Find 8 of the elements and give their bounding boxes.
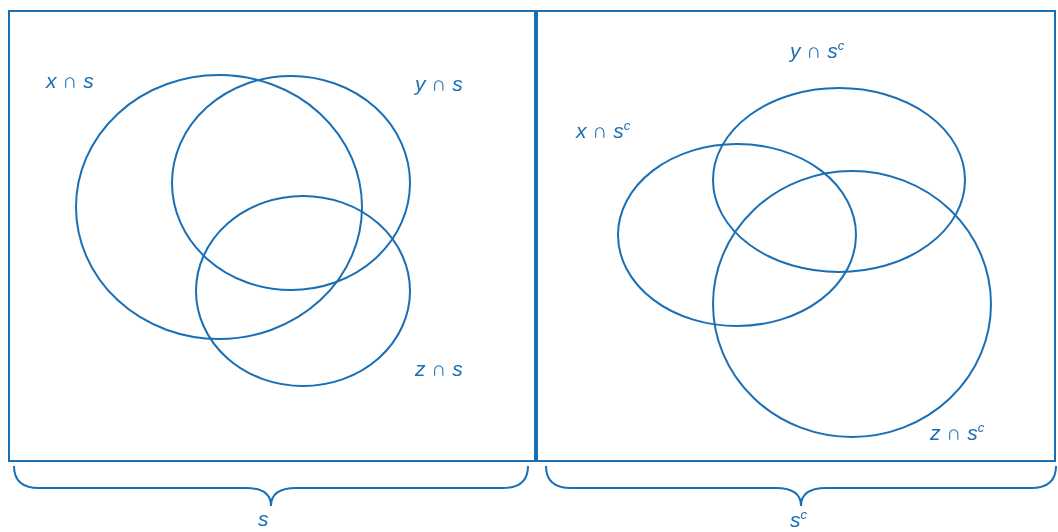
brace-label: s$^{c}$ bbox=[790, 508, 807, 530]
set-label: y ∩ s bbox=[415, 73, 463, 94]
set-label: z ∩ s bbox=[415, 358, 463, 379]
set-label: z ∩ s$^{c}$ bbox=[930, 421, 985, 443]
brace-label: s bbox=[258, 508, 269, 529]
set-label: x ∩ s$^{c}$ bbox=[576, 119, 631, 141]
set-label: x ∩ s bbox=[46, 70, 94, 91]
set-label: y ∩ s$^{c}$ bbox=[790, 39, 845, 61]
